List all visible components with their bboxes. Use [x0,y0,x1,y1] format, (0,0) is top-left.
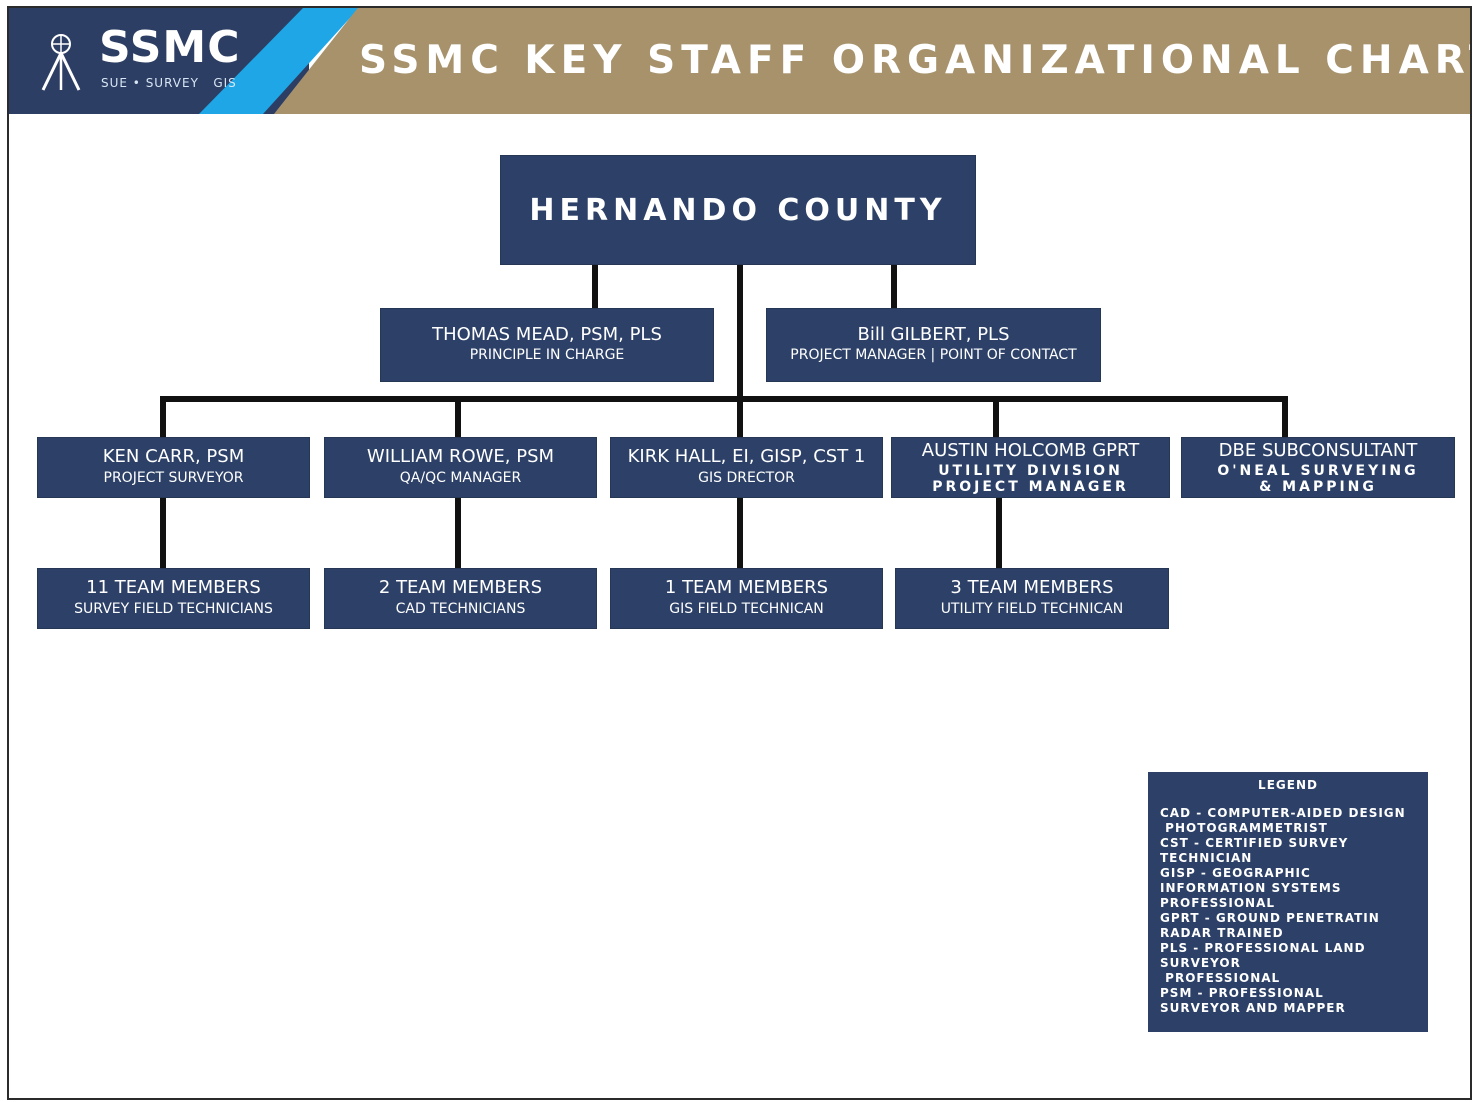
manager-role-line: UTILITY DIVISION [938,462,1123,479]
connector-drop-1 [160,396,166,438]
connector-right-leader [891,264,897,310]
manager-role-line: PROJECT MANAGER [932,478,1129,495]
connector-left-leader [592,264,598,310]
team-count: 11 TEAM MEMBERS [86,577,261,599]
team-role: SURVEY FIELD TECHNICIANS [74,600,273,617]
org-box-manager-5: DBE SUBCONSULTANT O'NEAL SURVEYING & MAP… [1181,437,1455,498]
manager-role: QA/QC MANAGER [399,469,522,486]
legend-line: SURVEYOR AND MAPPER [1160,1001,1346,1015]
org-box-manager-2: WILLIAM ROWE, PSM QA/QC MANAGER [324,437,597,498]
manager-role-line: O'NEAL SURVEYING [1217,462,1419,479]
org-box-manager-3: KIRK HALL, EI, GISP, CST 1 GIS DRECTOR [610,437,883,498]
legend-line: TECHNICIAN [1160,851,1253,865]
leader-name: Bill GILBERT, PLS [857,323,1010,345]
org-box-team-3: 1 TEAM MEMBERS GIS FIELD TECHNICAN [610,568,883,629]
logo-text: SSMC [99,22,241,73]
manager-name: WILLIAM ROWE, PSM [366,446,555,468]
team-role: CAD TECHNICIANS [395,600,526,617]
page-title: SSMC KEY STAFF ORGANIZATIONAL CHART [359,38,1470,83]
leader-role: PRINCIPLE IN CHARGE [469,347,625,364]
manager-name: KIRK HALL, EI, GISP, CST 1 [627,446,866,468]
manager-name: DBE SUBCONSULTANT [1218,440,1418,462]
org-box-project-manager: Bill GILBERT, PLS PROJECT MANAGER | POIN… [766,308,1101,382]
team-count: 2 TEAM MEMBERS [378,577,543,599]
connector-top-trunk [737,264,743,406]
connector-drop-5 [1282,396,1288,438]
leader-role: PROJECT MANAGER | POINT OF CONTACT [790,347,1077,364]
org-box-team-2: 2 TEAM MEMBERS CAD TECHNICIANS [324,568,597,629]
manager-role-line: & MAPPING [1259,478,1377,495]
leader-name: THOMAS MEAD, PSM, PLS [432,323,662,345]
manager-role: PROJECT SURVEYOR [103,469,244,486]
connector-drop-2 [455,396,461,438]
connector-horizontal-bar [160,396,1288,402]
team-count: 1 TEAM MEMBERS [664,577,829,599]
org-box-manager-1: KEN CARR, PSM PROJECT SURVEYOR [37,437,310,498]
connector-team-1 [160,496,166,570]
legend-line: PLS - PROFESSIONAL LAND [1160,941,1366,955]
org-box-principle: THOMAS MEAD, PSM, PLS PRINCIPLE IN CHARG… [380,308,714,382]
legend-line: PROFESSIONAL [1160,971,1281,985]
legend-line: INFORMATION SYSTEMS [1160,881,1342,895]
logo-subtitle: SUE • SURVEY GIS [101,76,237,90]
legend-title: LEGEND [1258,778,1318,792]
legend-line: SURVEYOR [1160,956,1241,970]
header-banner: SSMC SUE • SURVEY GIS SSMC KEY STAFF ORG… [9,8,1470,114]
connector-drop-3 [737,396,743,438]
legend-line: PROFESSIONAL [1160,896,1276,910]
legend-line: PSM - PROFESSIONAL [1160,986,1324,1000]
legend-line: GPRT - GROUND PENETRATIN [1160,911,1380,925]
manager-name: AUSTIN HOLCOMB GPRT [921,440,1140,462]
legend-line: CAD - COMPUTER-AIDED DESIGN [1160,806,1406,820]
team-role: GIS FIELD TECHNICAN [669,600,824,617]
manager-name: KEN CARR, PSM [102,446,245,468]
org-box-manager-4: AUSTIN HOLCOMB GPRT UTILITY DIVISION PRO… [891,437,1170,498]
org-box-title: HERNANDO COUNTY [529,192,947,228]
team-count: 3 TEAM MEMBERS [950,577,1114,599]
legend-line: CST - CERTIFIED SURVEY [1160,836,1349,850]
manager-role: GIS DRECTOR [698,469,795,486]
connector-drop-4 [993,396,999,438]
org-box-team-1: 11 TEAM MEMBERS SURVEY FIELD TECHNICIANS [37,568,310,629]
connector-team-4 [996,496,1002,570]
team-role: UTILITY FIELD TECHNICAN [940,600,1124,617]
org-box-hernando-county: HERNANDO COUNTY [500,155,976,265]
legend-line: PHOTOGRAMMETRIST [1160,821,1328,835]
legend-line: GISP - GEOGRAPHIC [1160,866,1311,880]
survey-tripod-icon [41,34,81,91]
connector-team-3 [737,496,743,570]
legend-line: RADAR TRAINED [1160,926,1284,940]
header-gold-panel [274,8,1470,114]
org-box-team-4: 3 TEAM MEMBERS UTILITY FIELD TECHNICAN [895,568,1169,629]
legend-box: LEGEND CAD - COMPUTER-AIDED DESIGN PHOTO… [1148,772,1428,1032]
connector-team-2 [455,496,461,570]
